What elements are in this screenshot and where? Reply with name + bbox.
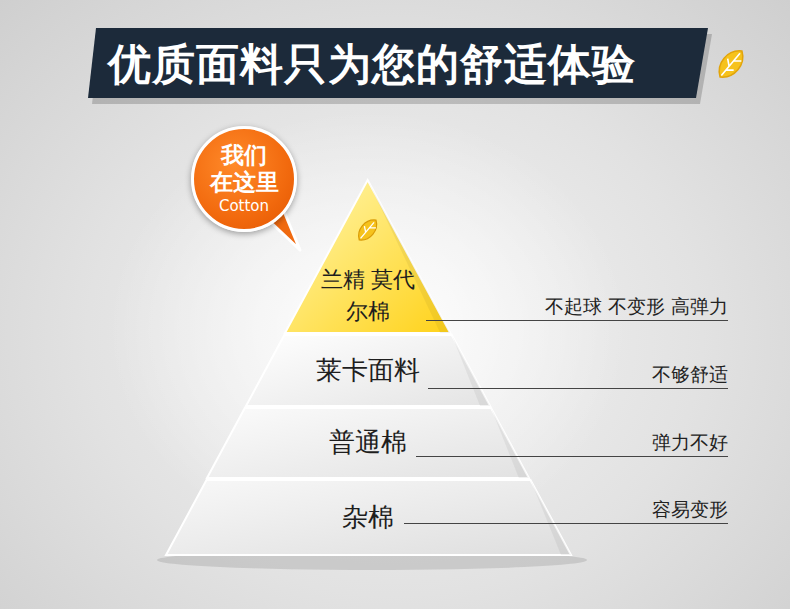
callout-bubble: 我们 在这里Cotton (191, 126, 297, 232)
feature-note: 不起球 不变形 高弹力 (545, 294, 728, 320)
leader-line (404, 523, 728, 524)
pyramid-shadow (157, 550, 587, 570)
band-side (452, 335, 490, 406)
leaf-icon (354, 216, 381, 245)
band-fill (207, 408, 529, 478)
band-label: 兰精 莫代尔棉 (312, 264, 424, 327)
leader-line (416, 456, 728, 457)
band-side (530, 480, 571, 555)
band-label: 普通棉 (329, 424, 407, 462)
band-fill (285, 180, 450, 333)
callout-subtext: Cotton (219, 197, 269, 217)
callout-text: 我们 在这里 (206, 142, 282, 197)
pyramid-glow (108, 110, 628, 550)
leader-line (426, 320, 728, 321)
band-side (491, 408, 529, 478)
pyramid-band: 莱卡面料 (246, 335, 490, 406)
feature-note: 弹力不好 (652, 430, 728, 456)
band-fill (166, 480, 571, 555)
leaf-icon (713, 45, 749, 83)
feature-note: 容易变形 (652, 497, 728, 523)
banner-shadow (92, 34, 712, 104)
title-banner (88, 28, 708, 98)
feature-note: 不够舒适 (652, 362, 728, 388)
band-label: 杂棉 (342, 499, 394, 537)
pyramid-band: 杂棉 (166, 480, 571, 555)
band-label: 莱卡面料 (316, 352, 420, 390)
pyramid-band: 普通棉 (207, 408, 529, 478)
pyramid-top-band: 兰精 莫代尔棉 (285, 180, 450, 333)
band-fill (246, 335, 490, 406)
page-title: 优质面料只为您的舒适体验 (108, 36, 688, 92)
leader-line (428, 388, 728, 389)
